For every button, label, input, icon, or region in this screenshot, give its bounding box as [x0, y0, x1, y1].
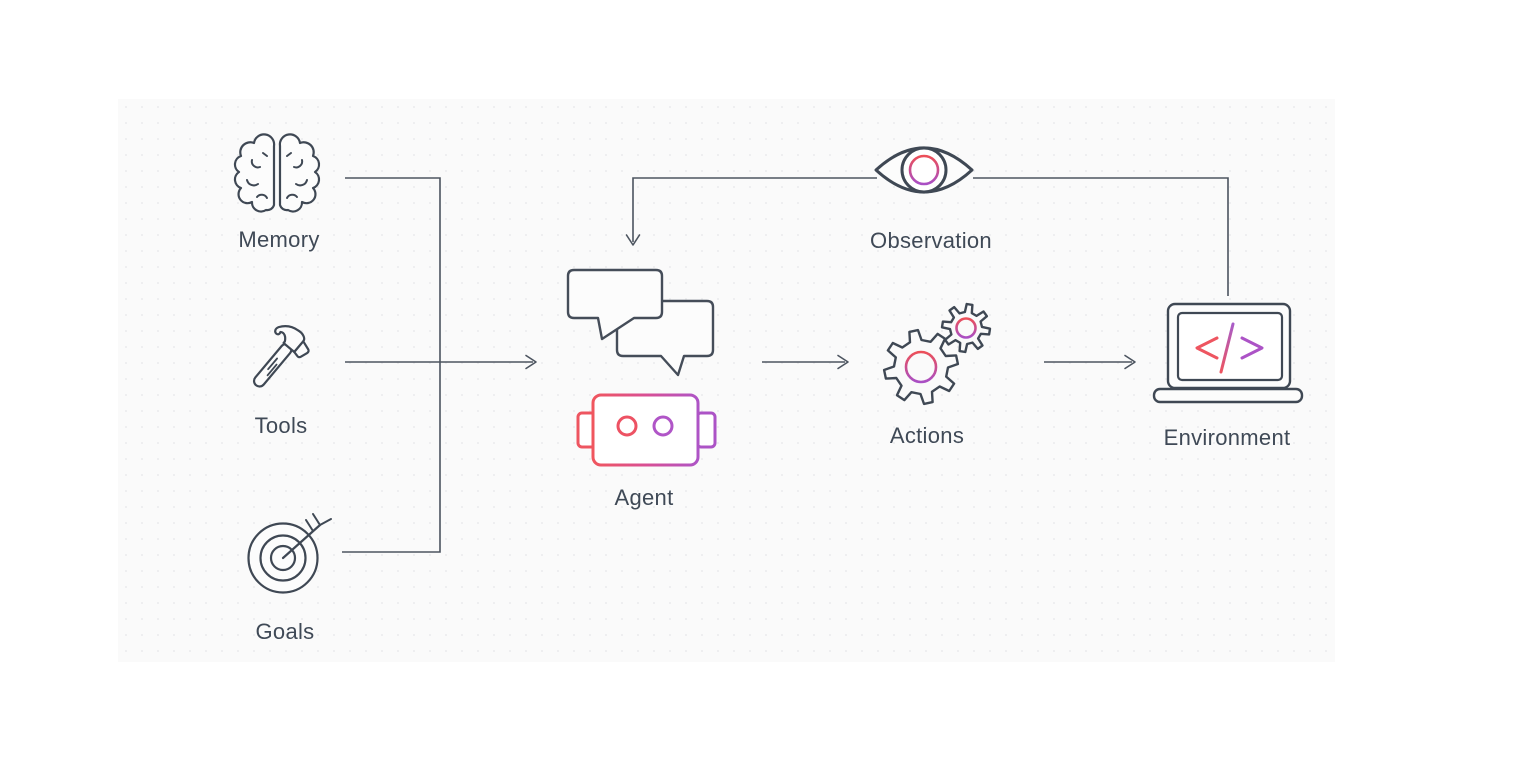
label-actions: Actions [889, 423, 965, 448]
code-glyph [1195, 322, 1264, 374]
label-memory: Memory [238, 227, 320, 252]
brain-icon [233, 133, 321, 213]
label-agent: Agent [614, 485, 674, 510]
robot-eye-right [652, 415, 674, 437]
edge-environment-to-observation [973, 177, 1229, 296]
eye-iris [908, 154, 940, 186]
code-slash [1219, 322, 1235, 374]
label-environment: Environment [1163, 425, 1291, 450]
gears-icon [882, 302, 992, 406]
chat-bubbles-robot-icon [566, 268, 717, 467]
gear-small-hub [955, 317, 977, 339]
code-angle-left [1195, 336, 1219, 360]
arrowhead-into-environment [1124, 354, 1136, 370]
label-observation: Observation [870, 228, 992, 253]
arrowhead-observation-down [625, 234, 641, 246]
eye-icon [874, 146, 974, 194]
robot-eye-left [616, 415, 638, 437]
target-arrow-icon [247, 513, 332, 594]
edge-observation-to-agent [632, 177, 877, 242]
diagram-panel [118, 99, 1335, 662]
arrowhead-into-agent [525, 354, 537, 370]
arrowhead-into-actions [837, 354, 849, 370]
laptop-code-icon [1152, 302, 1304, 404]
gear-small [940, 302, 992, 354]
gear-large-hub [904, 350, 938, 384]
code-angle-right [1240, 336, 1264, 360]
edge-memory-goals-trunk [342, 177, 441, 553]
label-tools: Tools [254, 413, 308, 438]
label-goals: Goals [255, 619, 315, 644]
hammer-icon [252, 325, 310, 388]
robot-head-icon [576, 393, 717, 467]
gear-large [882, 328, 960, 406]
chat-bubble-front [566, 268, 664, 341]
